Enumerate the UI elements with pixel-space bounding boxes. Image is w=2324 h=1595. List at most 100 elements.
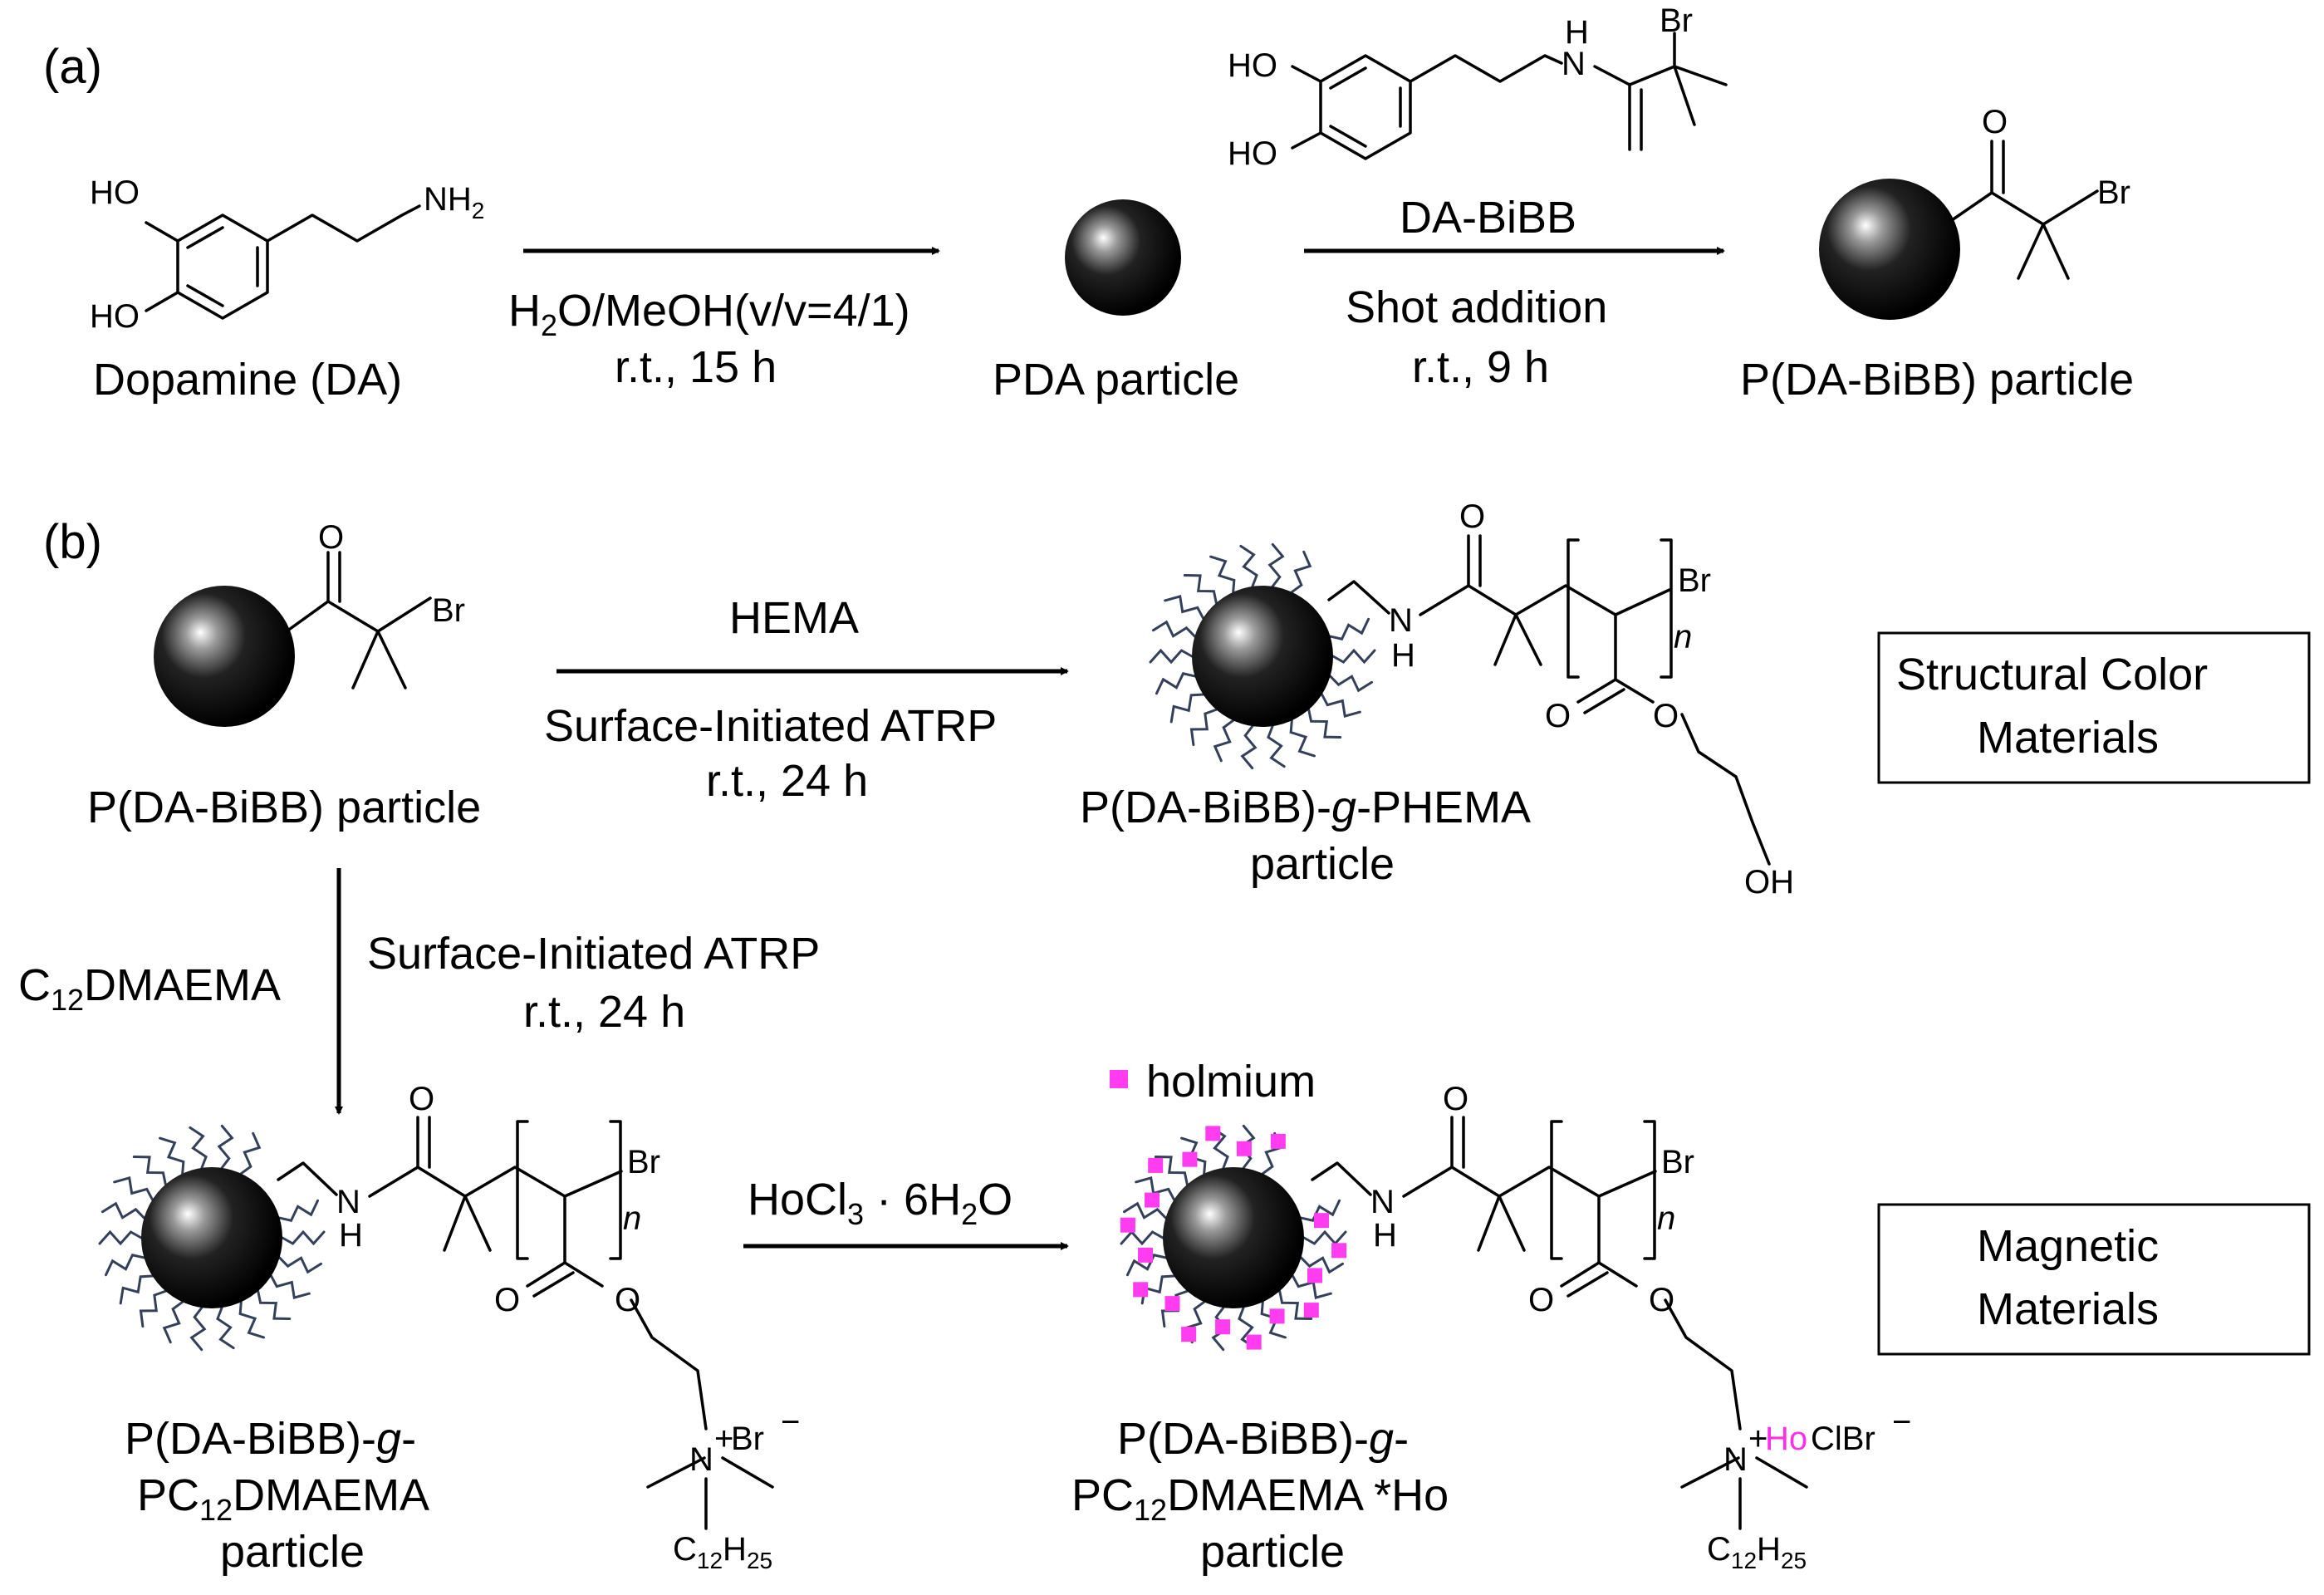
- magnetic-materials-box: Magnetic Materials: [1877, 1203, 2311, 1356]
- svg-text:Br: Br: [1678, 562, 1711, 599]
- hema-reagent: HEMA: [729, 593, 859, 643]
- svg-text:O: O: [1649, 1282, 1674, 1318]
- polymer-chain: [1189, 708, 1218, 747]
- polymer-chain: [189, 1126, 208, 1170]
- svg-text:O: O: [409, 1081, 434, 1117]
- holmium-marker: [1313, 1213, 1329, 1229]
- phema-name-line2: particle: [1250, 839, 1395, 889]
- polymer-chain: [1267, 724, 1286, 768]
- holmium-marker: [1164, 1296, 1180, 1312]
- polymer-chain: [1169, 693, 1204, 724]
- holmium-marker: [1303, 1303, 1319, 1318]
- holmium-marker: [1148, 1157, 1164, 1173]
- c12-time: r.t., 24 h: [523, 987, 685, 1037]
- svg-text:O: O: [1528, 1282, 1554, 1318]
- pc12-ho-particle: O N H Br n O O N + Ho ClBr − C12H25: [1120, 1081, 1911, 1573]
- svg-text:Structural Color: Structural Color: [1896, 650, 2208, 699]
- structural-color-box: Structural Color Materials: [1877, 631, 2311, 784]
- holmium-marker: [1133, 1282, 1149, 1298]
- polymer-chain: [1183, 574, 1218, 605]
- pc12-name-line2: PC12DMAEMA: [137, 1470, 429, 1527]
- svg-text:HO: HO: [90, 298, 140, 335]
- polymer-chain: [1302, 1229, 1347, 1246]
- svg-text:O: O: [1459, 498, 1485, 535]
- svg-text:N: N: [1370, 1184, 1395, 1220]
- svg-text:O: O: [615, 1282, 640, 1318]
- polymer-chain: [278, 1256, 323, 1274]
- svg-text:Magnetic: Magnetic: [1977, 1221, 2159, 1271]
- polymer-chain: [132, 1156, 167, 1186]
- polymer-chain: [216, 1306, 235, 1350]
- svg-text:Ho: Ho: [1765, 1421, 1807, 1457]
- pc12ho-name-line2: PC12DMAEMA *Ho: [1071, 1470, 1449, 1527]
- c12-method: Surface-Initiated ATRP: [367, 929, 820, 979]
- polymer-chain: [1239, 544, 1258, 588]
- polymer-chain: [101, 1201, 145, 1220]
- pda-particle: [1065, 199, 1181, 316]
- c12-reagent: C12DMAEMA: [18, 960, 281, 1017]
- pc12-particle: O N H Br n O O N + Br − C12H25: [98, 1081, 800, 1573]
- polymer-chain: [1125, 1254, 1167, 1277]
- polymer-chain: [1289, 719, 1316, 758]
- polymer-chain: [1240, 724, 1258, 770]
- svg-text:Br: Br: [2097, 174, 2130, 211]
- holmium-marker: [1145, 1192, 1160, 1208]
- svg-text:HO: HO: [90, 174, 140, 211]
- polymer-chain: [139, 1289, 167, 1328]
- svg-text:C12H25: C12H25: [673, 1531, 772, 1573]
- svg-text:N: N: [336, 1184, 360, 1220]
- svg-text:O: O: [1982, 104, 2008, 140]
- svg-text:O: O: [1545, 698, 1571, 734]
- holmium-marker: [1205, 1126, 1221, 1141]
- hema-time: r.t., 24 h: [706, 756, 868, 806]
- svg-text:N: N: [1389, 602, 1413, 639]
- polymer-chain: [278, 1199, 320, 1222]
- polymer-chain: [1300, 1199, 1341, 1222]
- svg-text:Br: Br: [731, 1421, 764, 1457]
- pc12ho-name-line3: particle: [1200, 1527, 1345, 1577]
- holmium-marker: [1236, 1141, 1252, 1156]
- svg-text:H: H: [1373, 1217, 1397, 1254]
- holmium-marker: [1181, 1327, 1197, 1342]
- polymer-chain: [1329, 617, 1370, 640]
- svg-text:HO: HO: [1228, 47, 1277, 84]
- svg-text:N: N: [1723, 1441, 1748, 1478]
- holmium-marker: [1270, 1133, 1286, 1149]
- polymer-chain: [217, 1124, 234, 1170]
- phema-name-line1: P(DA-BiBB)-g-PHEMA: [1080, 783, 1531, 832]
- polymer-chain: [1321, 693, 1361, 719]
- polymer-chain: [1278, 1289, 1313, 1320]
- step2-time: r.t., 9 h: [1412, 342, 1549, 392]
- polymer-chain: [119, 1274, 154, 1305]
- polymer-chain: [159, 1136, 185, 1175]
- holmium-marker: [1331, 1243, 1347, 1259]
- svg-text:−: −: [781, 1404, 800, 1440]
- holmium-legend-swatch: [1110, 1070, 1128, 1088]
- svg-text:C12H25: C12H25: [1707, 1531, 1807, 1573]
- polymer-chain: [98, 1229, 143, 1246]
- polymer-chain: [281, 1229, 326, 1246]
- holmium-marker: [1182, 1151, 1198, 1167]
- svg-text:Materials: Materials: [1977, 1284, 2159, 1334]
- svg-text:H: H: [1565, 14, 1589, 51]
- svg-text:HO: HO: [1228, 135, 1277, 172]
- polymer-chain: [1120, 1229, 1164, 1246]
- pda-name: PDA particle: [993, 355, 1239, 405]
- svg-text:H: H: [1391, 637, 1415, 674]
- svg-text:Br: Br: [1660, 2, 1693, 39]
- polymer-chain: [1213, 719, 1235, 763]
- svg-text:O: O: [1443, 1081, 1468, 1117]
- step1-time: r.t., 15 h: [615, 342, 777, 392]
- pc12-name-line3: particle: [220, 1527, 365, 1577]
- svg-text:H: H: [339, 1217, 363, 1254]
- polymer-chain: [238, 1300, 265, 1339]
- pdabibb-b-name: P(DA-BiBB) particle: [87, 783, 481, 832]
- svg-text:n: n: [1657, 1200, 1675, 1237]
- svg-text:+: +: [714, 1421, 733, 1457]
- svg-text:+: +: [1748, 1421, 1768, 1457]
- svg-text:n: n: [1674, 619, 1692, 655]
- polymer-chain: [1151, 620, 1196, 638]
- polymer-chain: [1267, 542, 1285, 588]
- polymer-chain: [1149, 648, 1194, 665]
